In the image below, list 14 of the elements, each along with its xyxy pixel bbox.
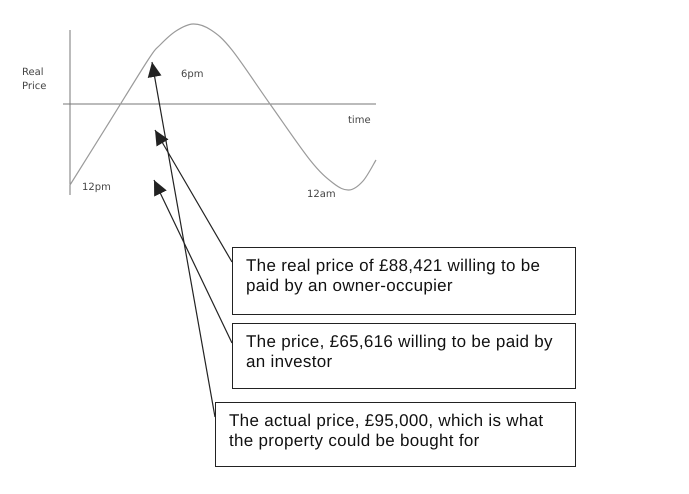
time-label: 12am: [307, 188, 336, 202]
axis-label: Real Price: [22, 66, 48, 94]
callout-box: [232, 323, 576, 389]
leader-arrow: [153, 180, 233, 344]
callout-text: The actual price, £95,000, which is what the property could be bought for: [229, 411, 544, 451]
callout-text: The real price of £88,421 willing to be paid by an owner-occupier: [246, 256, 542, 296]
leader-arrow: [154, 130, 233, 262]
leader-arrow: [148, 62, 216, 418]
time-label: 6pm: [181, 68, 204, 82]
callout-box: [232, 247, 576, 315]
callout-box: [215, 402, 576, 467]
axis-label: time: [348, 114, 371, 128]
time-label: 12pm: [82, 181, 111, 195]
callout-text: The price, £65,616 willing to be paid by an investor: [246, 332, 554, 372]
